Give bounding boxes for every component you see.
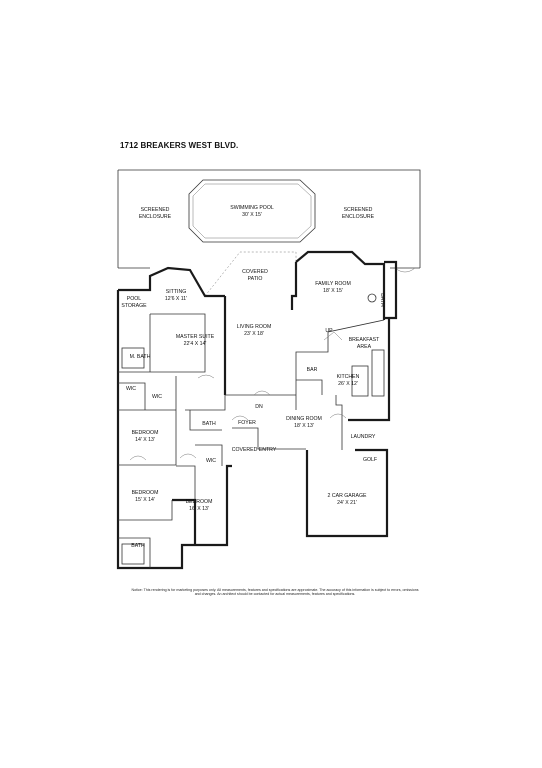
label-master-2: 22'4 X 14' bbox=[184, 341, 207, 347]
label-pool-1: SWIMMING POOL bbox=[230, 205, 274, 211]
covered-patio-outline bbox=[204, 251, 297, 297]
label-family-1: FAMILY ROOM bbox=[315, 281, 351, 287]
label-pool-storage-1: POOL bbox=[127, 296, 142, 302]
label-dn: DN bbox=[255, 404, 263, 410]
label-patio-2: PATIO bbox=[248, 276, 263, 282]
label-garage-2: 24' X 21' bbox=[337, 500, 357, 506]
label-wic-1: WIC bbox=[126, 386, 136, 392]
label-bedroom3-2: 16' X 13' bbox=[189, 506, 209, 512]
label-golf: GOLF bbox=[363, 457, 377, 463]
label-bath-hall: BATH bbox=[202, 421, 216, 427]
label-master-1: MASTER SUITE bbox=[176, 334, 215, 340]
tub-fixture bbox=[121, 347, 145, 369]
swimming-pool bbox=[188, 179, 316, 243]
plan-title: 1712 BREAKERS WEST BLVD. bbox=[120, 141, 239, 150]
label-bath-bottom: BATH bbox=[131, 543, 145, 549]
label-bedroom3-1: BEDROOM bbox=[186, 499, 213, 505]
label-breakfast-1: BREAKFAST bbox=[349, 337, 380, 343]
label-living-1: LIVING ROOM bbox=[237, 324, 272, 330]
door-swings bbox=[129, 374, 347, 461]
label-pool-2: 30' X 15' bbox=[242, 212, 262, 218]
kitchen-island bbox=[351, 365, 369, 397]
label-wic-2: WIC bbox=[152, 394, 162, 400]
screened-enclosure-outline bbox=[117, 169, 421, 269]
label-up: UP bbox=[325, 328, 333, 334]
label-kitchen-1: KITCHEN bbox=[337, 374, 360, 380]
label-wic-3: WIC bbox=[206, 458, 216, 464]
swimming-pool-inner bbox=[192, 183, 312, 239]
label-family-2: 18' X 15' bbox=[323, 288, 343, 294]
label-screened-right-1: SCREENED bbox=[344, 207, 373, 213]
label-dining-1: DINING ROOM bbox=[286, 416, 322, 422]
tub-fixture-bottom bbox=[121, 543, 145, 565]
label-garage-1: 2 CAR GARAGE bbox=[328, 493, 367, 499]
label-bedroom2-2: 15' X 14' bbox=[135, 497, 155, 503]
label-screened-right-2: ENCLOSURE bbox=[342, 214, 375, 220]
sink-fixture bbox=[367, 293, 377, 303]
label-bedroom2-1: BEDROOM bbox=[132, 490, 159, 496]
label-bedroom1-1: BEDROOM bbox=[132, 430, 159, 436]
label-bedroom1-2: 14' X 13' bbox=[135, 437, 155, 443]
label-sitting-2: 12'6 X 11' bbox=[165, 296, 187, 302]
label-bath-family: BATH bbox=[379, 293, 385, 307]
screen-door-arc bbox=[394, 267, 416, 273]
label-sitting-1: SITTING bbox=[166, 289, 186, 295]
label-breakfast-2: AREA bbox=[357, 344, 372, 350]
exterior-wall bbox=[116, 250, 398, 570]
label-living-2: 23' X 18' bbox=[244, 331, 264, 337]
disclaimer-notice: Notice: This rendering is for marketing … bbox=[131, 588, 419, 597]
stairs-up-marker bbox=[323, 331, 343, 341]
kitchen-counter bbox=[371, 349, 385, 397]
label-screened-left-2: ENCLOSURE bbox=[139, 214, 172, 220]
label-laundry: LAUNDRY bbox=[351, 434, 376, 440]
label-m-bath: M. BATH bbox=[130, 354, 151, 360]
label-bar: BAR bbox=[307, 367, 318, 373]
label-covered-entry: COVERED ENTRY bbox=[232, 447, 277, 453]
label-kitchen-2: 26' X 12' bbox=[338, 381, 358, 387]
label-pool-storage-2: STORAGE bbox=[121, 303, 147, 309]
label-foyer: FOYER bbox=[238, 420, 256, 426]
interior-walls bbox=[118, 313, 385, 568]
label-patio-1: COVERED bbox=[242, 269, 268, 275]
label-screened-left-1: SCREENED bbox=[141, 207, 170, 213]
label-dining-2: 18' X 13' bbox=[294, 423, 314, 429]
